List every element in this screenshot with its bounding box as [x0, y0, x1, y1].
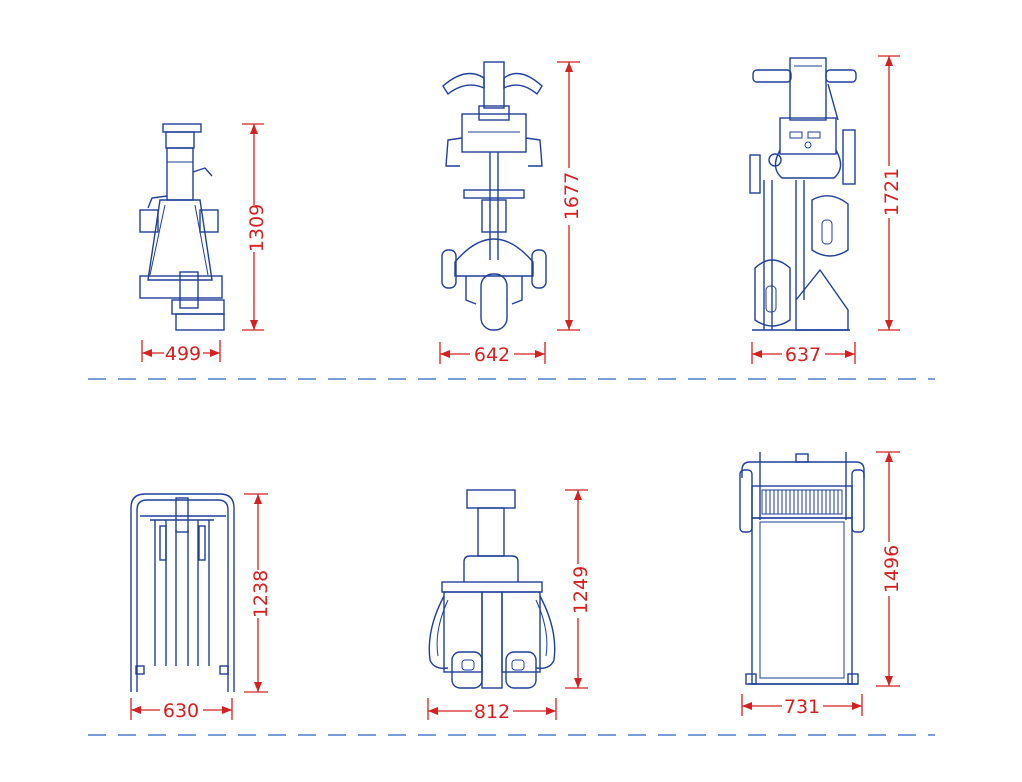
dimension-height-3	[878, 55, 900, 331]
height-label-3: 1721	[881, 168, 903, 216]
width-label-4: 630	[163, 700, 199, 722]
dimension-width-6	[741, 694, 863, 716]
dimension-width-5	[427, 698, 557, 720]
dimension-height-5	[565, 489, 588, 689]
equipment-6-drawing	[739, 452, 865, 685]
width-label-3: 637	[785, 344, 821, 366]
width-label-5: 812	[474, 701, 510, 723]
width-label-2: 642	[474, 344, 510, 366]
dimension-width-4	[130, 698, 233, 720]
height-label-2: 1677	[561, 172, 583, 220]
width-label-1: 499	[165, 343, 201, 365]
equipment-3-drawing	[749, 57, 857, 331]
equipment-2-drawing	[441, 61, 547, 331]
equipment-4-drawing	[130, 493, 235, 692]
height-label-5: 1249	[570, 566, 592, 614]
dimension-width-1	[141, 340, 221, 362]
height-label-1: 1309	[246, 204, 268, 252]
equipment-1-drawing	[139, 123, 225, 331]
height-label-4: 1238	[250, 570, 272, 618]
dimension-height-6	[876, 451, 900, 687]
dimension-height-4	[244, 493, 268, 693]
dimension-width-2	[439, 342, 546, 364]
equipment-5-drawing	[428, 489, 556, 689]
dimension-height-2	[557, 61, 580, 331]
height-label-6: 1496	[881, 545, 903, 593]
dimension-width-3	[751, 342, 856, 364]
width-label-6: 731	[784, 696, 820, 718]
dimension-height-1	[242, 123, 264, 331]
display-grille	[765, 490, 839, 514]
